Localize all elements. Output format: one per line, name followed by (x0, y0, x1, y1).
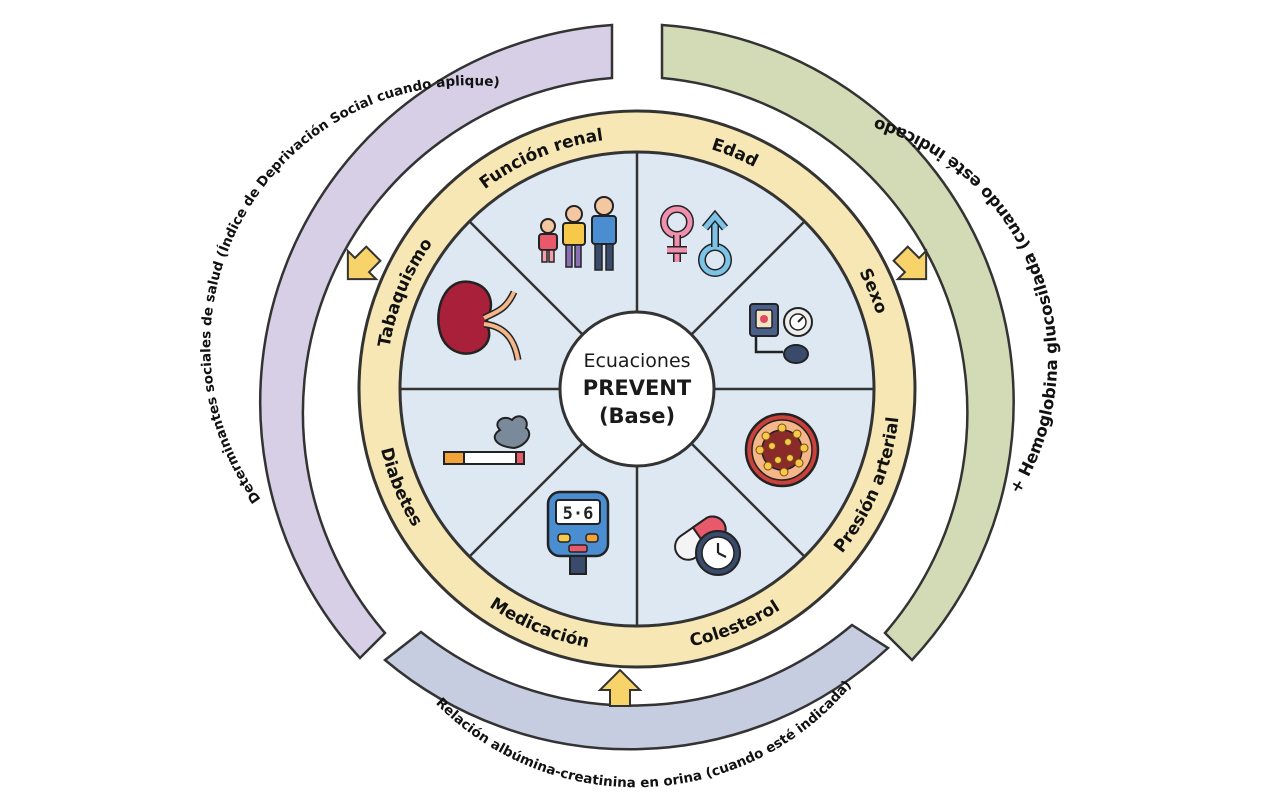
center-title-line2: PREVENT (583, 376, 692, 400)
outer-arc-left (259, 23, 614, 660)
pie-divider-line (468, 220, 584, 336)
gender-symbols-icon (660, 205, 732, 277)
glucometer-icon: 5·6 (546, 490, 610, 575)
blood-pressure-monitor-icon (749, 303, 813, 364)
pie-divider-line (690, 442, 806, 558)
family-icon (538, 196, 617, 271)
pie-divider-line (690, 220, 806, 336)
kidney-icon (437, 280, 522, 361)
cigarette-icon (443, 415, 531, 465)
center-circle (558, 310, 716, 468)
glucometer-reading: 5·6 (563, 504, 594, 524)
pie-divider-line (468, 442, 584, 558)
outer-arc-right (660, 23, 1015, 662)
arrow-bottom-icon (597, 668, 643, 707)
artery-cholesterol-icon (744, 412, 820, 488)
center-title-line1: Ecuaciones (583, 350, 690, 372)
arrow-right-icon (892, 245, 928, 281)
pill-clock-icon (674, 515, 741, 576)
outer-arc-bottom (383, 623, 891, 751)
arrow-left-icon (346, 245, 382, 281)
center-title-line3: (Base) (599, 404, 675, 428)
pie-dividers (400, 152, 874, 626)
